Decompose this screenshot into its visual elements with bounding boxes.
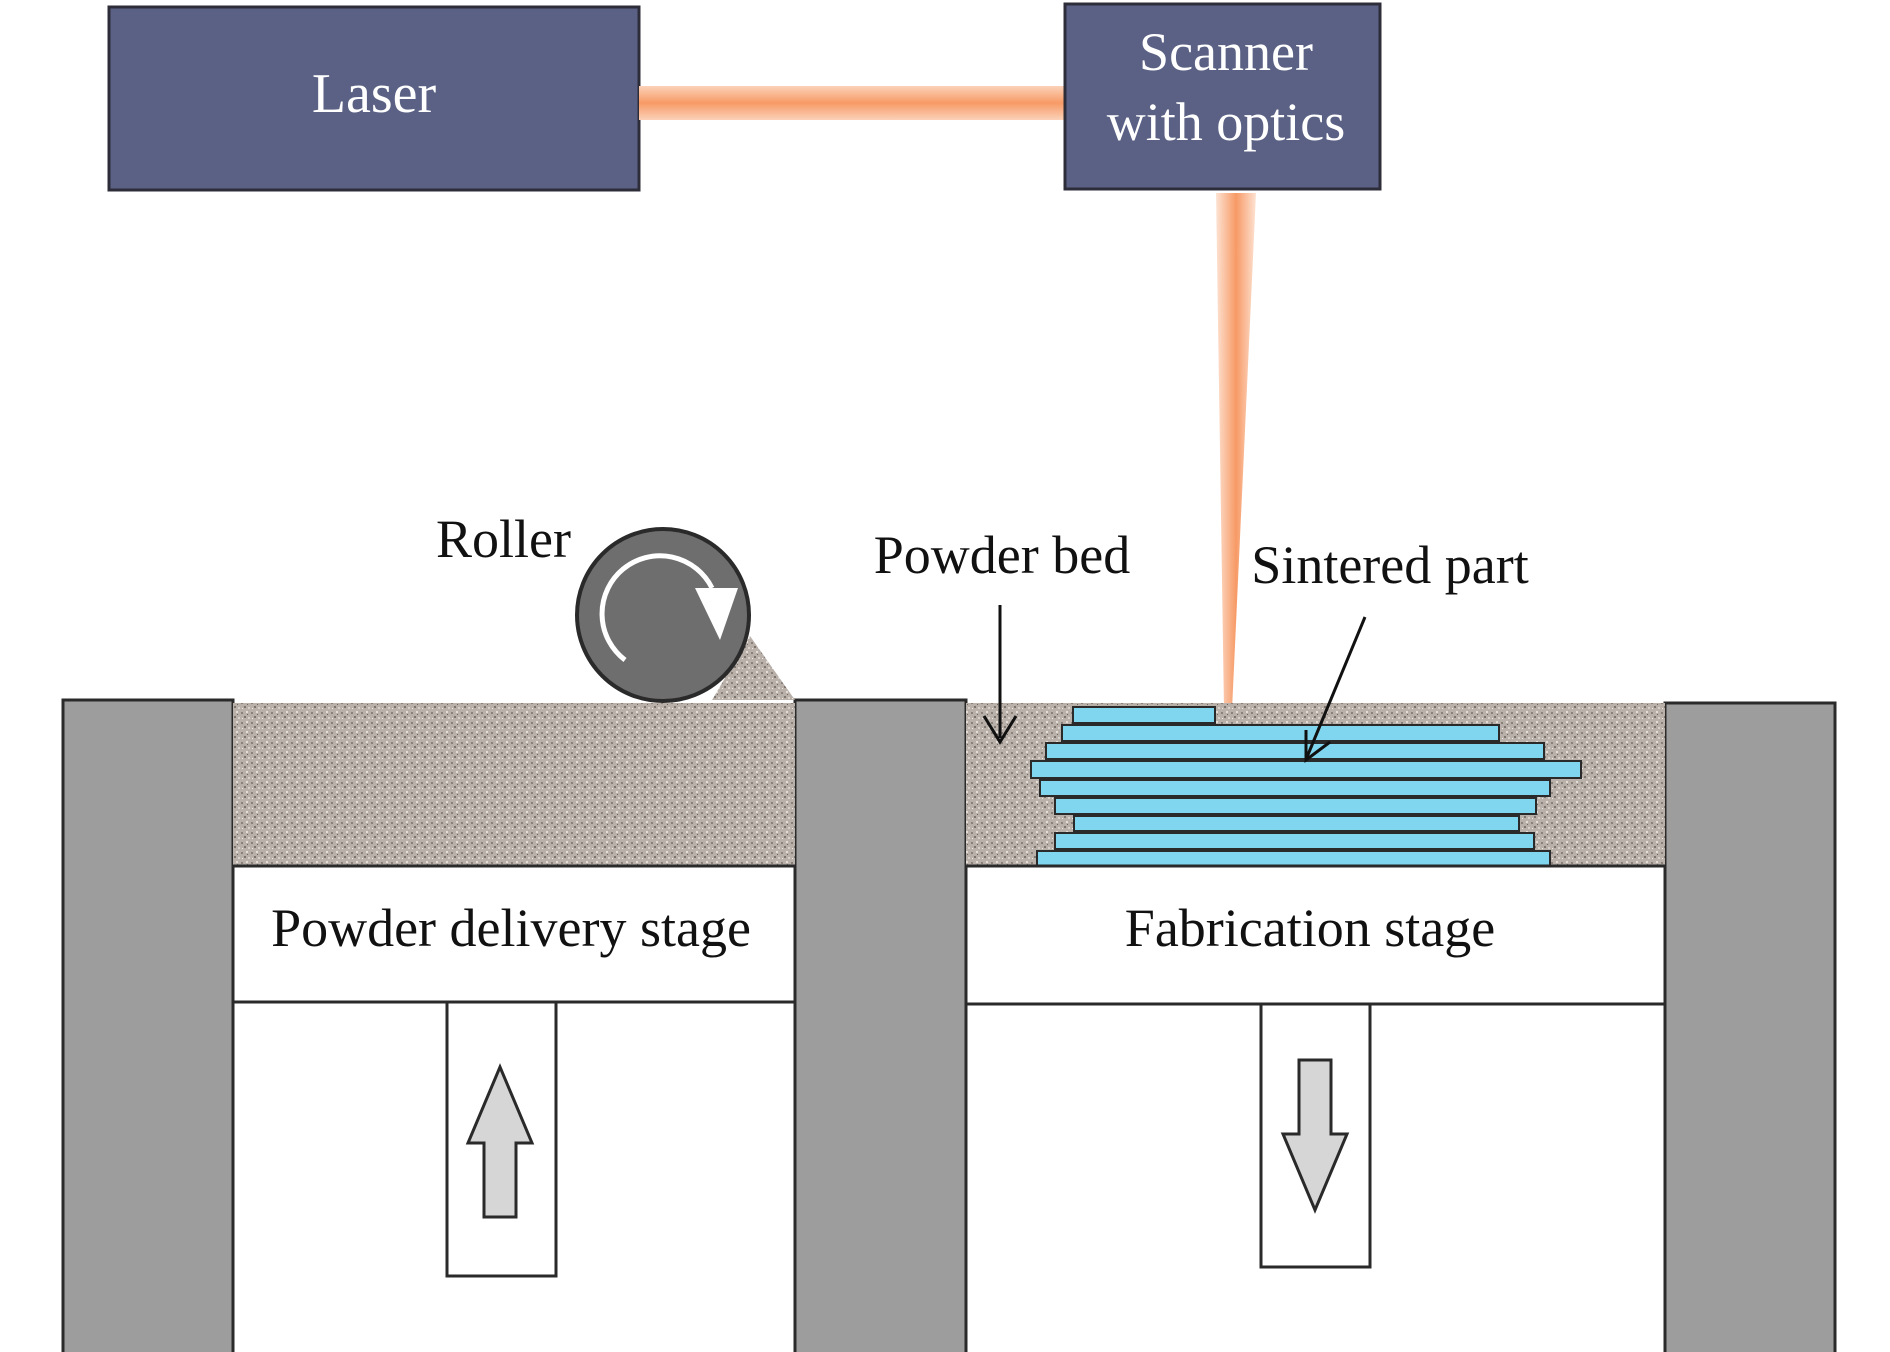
powder-bed-pointer-head — [982, 715, 1018, 745]
sintered-layer — [1045, 742, 1545, 760]
right-wall — [1663, 701, 1837, 1352]
rotation-arrow-icon — [599, 553, 715, 662]
down-arrow-icon — [1280, 1058, 1350, 1214]
powder-bed-label: Powder bed — [874, 525, 1130, 585]
rotation-arrowhead — [695, 588, 738, 640]
left-wall — [61, 698, 235, 1352]
delivery-powder — [233, 703, 795, 866]
middle-wall — [793, 698, 968, 1352]
sintered-part-pointer-head — [1304, 730, 1331, 763]
fabrication-stage-label: Fabrication stage — [1125, 898, 1495, 958]
sintered-layer — [1061, 724, 1500, 742]
sintered-layer — [1072, 706, 1216, 724]
laser-beam-horizontal — [639, 86, 1065, 120]
sintered-part — [1030, 706, 1582, 868]
sintered-layer — [1054, 797, 1537, 815]
laser-label: Laser — [312, 63, 437, 125]
roller-powder-pile — [712, 636, 795, 700]
sintered-layer — [1030, 760, 1582, 779]
up-arrow-icon — [465, 1063, 535, 1219]
scanner-label-line2: with optics — [1107, 92, 1346, 152]
sintered-layer — [1073, 815, 1520, 832]
sintered-layer — [1054, 832, 1535, 850]
laser-beam-vertical — [1216, 193, 1256, 710]
sintered-part-pointer — [1305, 616, 1367, 758]
scanner-label-line1: Scanner — [1139, 22, 1313, 82]
roller-label: Roller — [436, 509, 571, 569]
sintered-layer — [1039, 779, 1551, 797]
sintered-part-label: Sintered part — [1251, 535, 1528, 595]
scanner-box — [1063, 2, 1382, 191]
roller — [575, 527, 751, 703]
fabrication-stage-platform — [964, 864, 1667, 1006]
powder-delivery-stage-label: Powder delivery stage — [271, 898, 751, 958]
laser-box — [107, 5, 641, 192]
